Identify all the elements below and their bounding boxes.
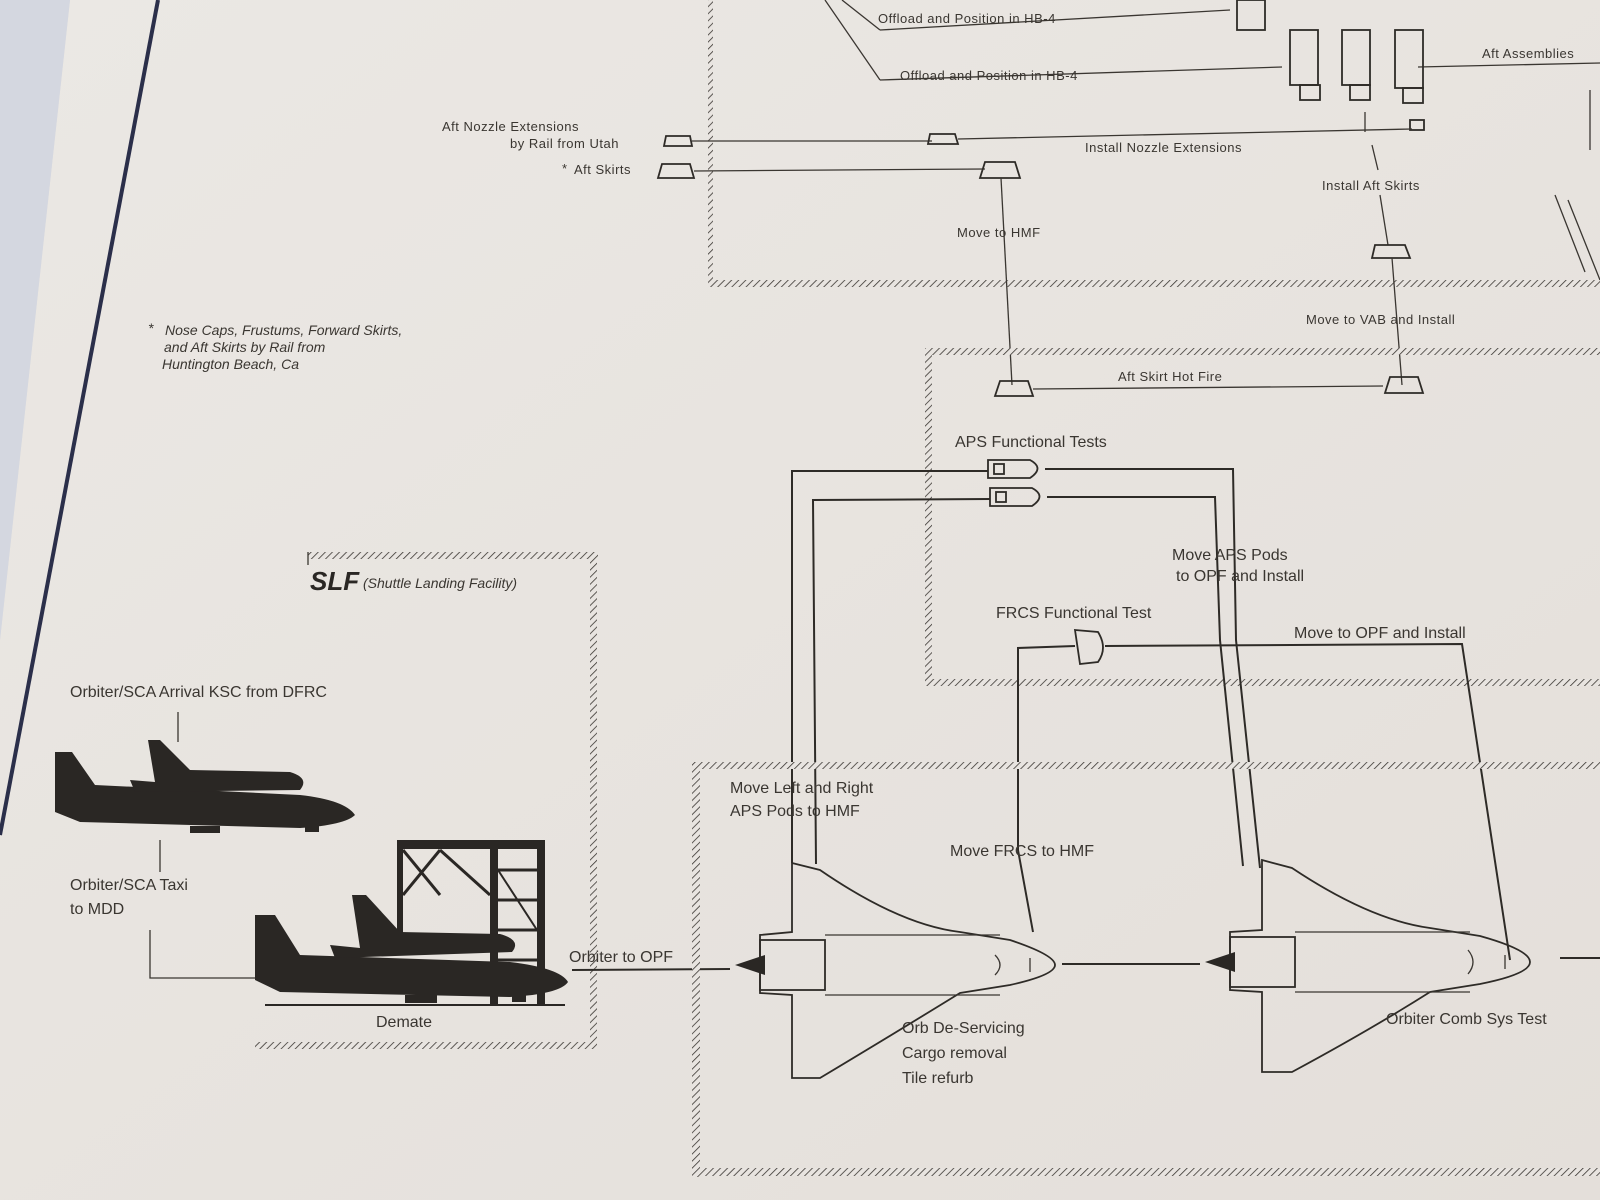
demate-label: Demate (376, 1014, 432, 1031)
nozzle-line (662, 128, 1413, 147)
arrival-label: Orbiter/SCA Arrival KSC from DFRC (70, 684, 327, 701)
move-to-hmf-label: Move to HMF (957, 225, 1041, 240)
note-line-3: Huntington Beach, Ca (162, 356, 299, 372)
slf-abbr: SLF (310, 566, 360, 596)
star-marker: * (562, 161, 568, 176)
note-line-1: Nose Caps, Frustums, Forward Skirts, (165, 322, 402, 338)
move-aps-label-2: to OPF and Install (1176, 568, 1304, 585)
mate-demate-device (397, 840, 545, 1005)
deservicing-label-2: Cargo removal (902, 1045, 1007, 1062)
orbiter-topview-2 (1205, 858, 1531, 1073)
install-nozzle-label: Install Nozzle Extensions (1085, 140, 1242, 155)
deservicing-label-3: Tile refurb (902, 1070, 974, 1087)
sca-orbiter-silhouette-2 (255, 895, 568, 1006)
move-frcs-label: Move FRCS to HMF (950, 843, 1094, 860)
frcs-test-label: FRCS Functional Test (996, 605, 1152, 622)
comb-sys-test-label: Orbiter Comb Sys Test (1386, 1011, 1547, 1028)
aps-pods (791, 459, 1261, 869)
aps-tests-label: APS Functional Tests (955, 434, 1107, 451)
orbiter-to-opf-label: Orbiter to OPF (569, 949, 673, 966)
move-lr-aps-label-1: Move Left and Right (730, 780, 874, 797)
aft-assemblies-label: Aft Assemblies (1482, 46, 1574, 61)
aft-nozzle-label-2: by Rail from Utah (510, 136, 619, 151)
aft-nozzle-label-1: Aft Nozzle Extensions (442, 119, 579, 134)
move-lr-aps-label-2: APS Pods to HMF (730, 803, 860, 820)
cloth-corner (0, 0, 70, 640)
frcs-module (1017, 629, 1511, 961)
taxi-label-1: Orbiter/SCA Taxi (70, 877, 188, 894)
deservicing-label-1: Orb De-Servicing (902, 1020, 1025, 1037)
offload-label-1: Offload and Position in HB-4 (878, 11, 1056, 26)
opf-region (692, 762, 1600, 1177)
hmf-region (925, 348, 1600, 686)
move-opf-install-label: Move to OPF and Install (1294, 625, 1466, 642)
hot-fire-line (993, 376, 1425, 397)
sca-orbiter-silhouette-1 (55, 740, 355, 833)
note-line-2: and Aft Skirts by Rail from (164, 339, 326, 355)
aft-skirts-line (656, 144, 1412, 386)
margin-rule (0, 0, 160, 836)
note-star: * (148, 320, 154, 336)
hot-fire-label: Aft Skirt Hot Fire (1118, 369, 1222, 384)
slf-full: (Shuttle Landing Facility) (363, 575, 517, 591)
slf-box (255, 552, 598, 1049)
orbiter-topview-1 (735, 861, 1056, 1079)
offload-label-2: Offload and Position in HB-4 (900, 68, 1078, 83)
install-aft-skirts-label: Install Aft Skirts (1322, 178, 1420, 193)
move-to-vab-label: Move to VAB and Install (1306, 312, 1455, 327)
segment-boxes (1236, 0, 1425, 132)
aft-skirts-label: Aft Skirts (574, 162, 631, 177)
move-aps-label-1: Move APS Pods (1172, 547, 1288, 564)
taxi-label-2: to MDD (70, 901, 124, 918)
offload-lines (824, 0, 1600, 81)
